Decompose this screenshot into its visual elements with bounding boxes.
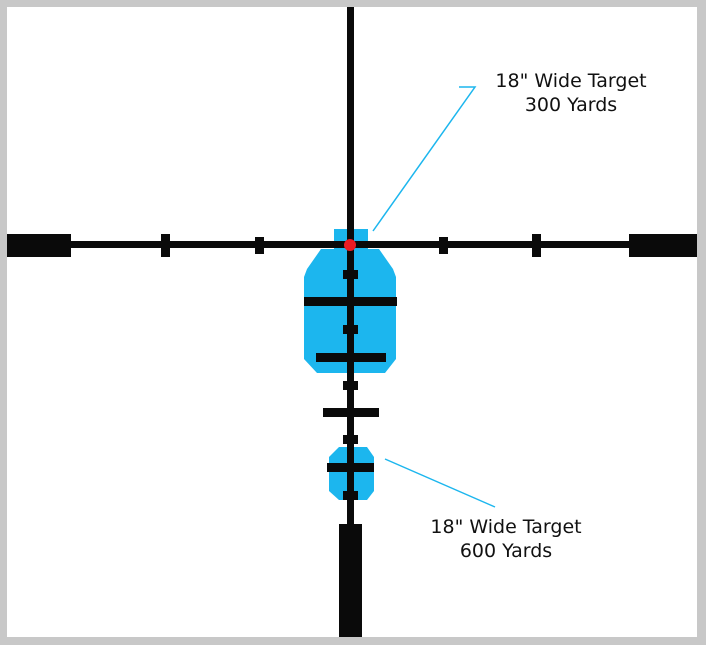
callout-300-line2: 300 Yards	[524, 94, 618, 116]
callout-300-line1: 18" Wide Target	[495, 70, 647, 92]
aim-dot	[344, 239, 356, 251]
callout-target-300-yards: 18" Wide Target 300 Yards	[481, 69, 661, 117]
callout-target-600-yards: 18" Wide Target 600 Yards	[416, 515, 596, 563]
left-post	[7, 234, 71, 257]
drop-dash-4	[343, 435, 358, 444]
bottom-post	[339, 524, 362, 637]
leader-line-600	[384, 458, 496, 508]
callout-600-line2: 600 Yards	[459, 540, 553, 562]
hash-mark-right-inner	[439, 237, 448, 254]
hash-mark-right-outer	[532, 234, 541, 257]
callout-600-line1: 18" Wide Target	[430, 516, 582, 538]
drop-bar-1	[304, 297, 397, 306]
drop-bar-4	[327, 463, 374, 472]
drop-bar-2	[316, 353, 386, 362]
reticle-diagram: 18" Wide Target 300 Yards 18" Wide Targe…	[7, 7, 697, 637]
drop-dash-2	[343, 325, 358, 334]
right-post	[629, 234, 697, 257]
leader-line-300	[372, 86, 477, 232]
drop-dash-3	[343, 381, 358, 390]
drop-bar-3	[323, 408, 379, 417]
drop-dash-5	[343, 491, 358, 500]
drop-dash-1	[343, 270, 358, 279]
vertical-wire	[347, 7, 354, 637]
hash-mark-left-outer	[161, 234, 170, 257]
hash-mark-left-inner	[255, 237, 264, 254]
reticle-svg	[7, 7, 697, 637]
